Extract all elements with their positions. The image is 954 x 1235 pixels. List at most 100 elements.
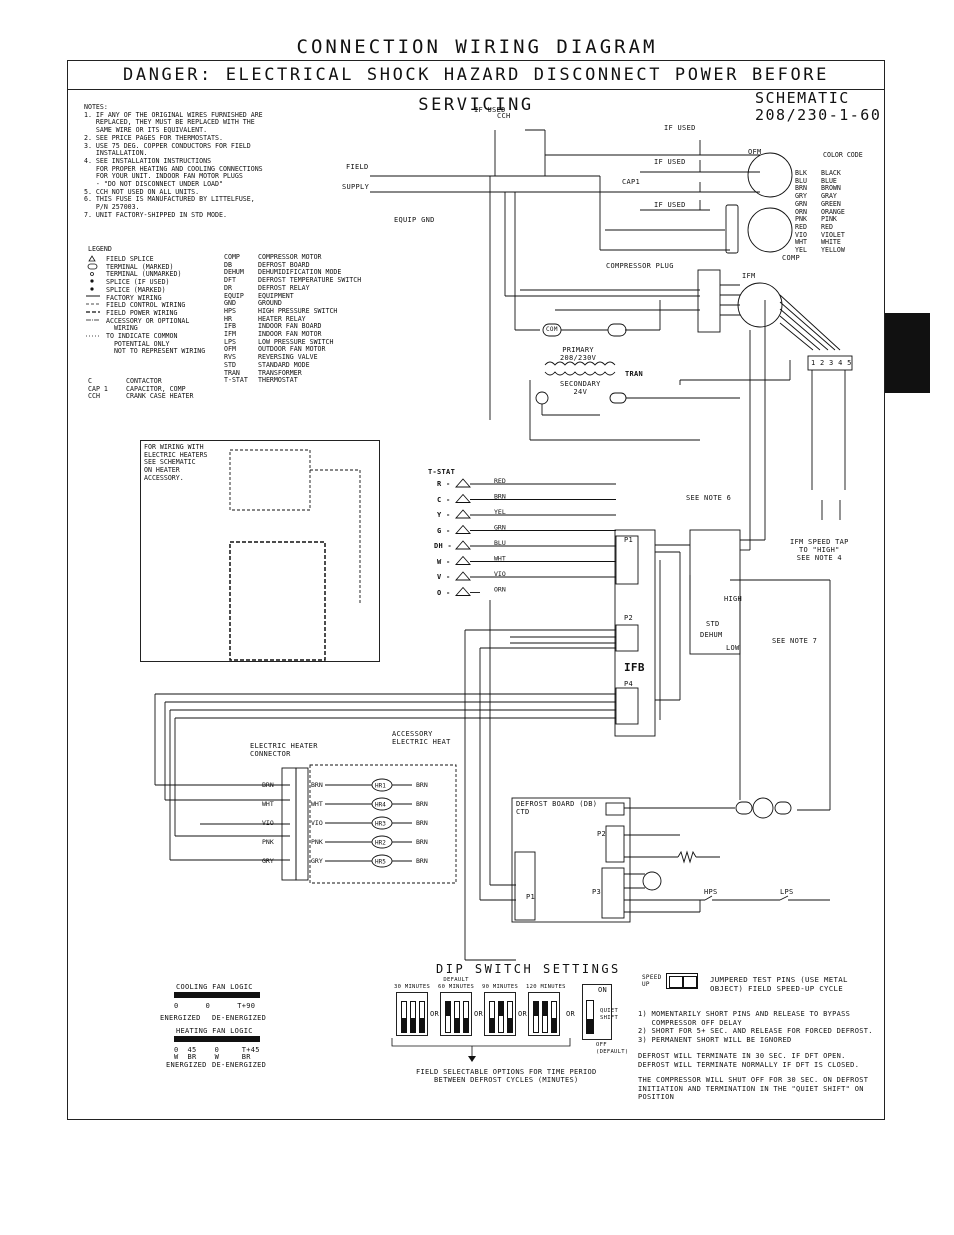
cap1-label: CAP1 xyxy=(622,178,641,186)
note-1: 1. IF ANY OF THE ORIGINAL WIRES FURNISHE… xyxy=(84,110,263,135)
tstat-terminal-r: R - xyxy=(437,480,451,488)
cooling-fan-scale: 0 0 T+90 xyxy=(174,1002,256,1010)
defrost-terminate-note: DEFROST WILL TERMINATE IN 30 SEC. IF DFT… xyxy=(638,1052,860,1069)
tstat-terminal-g: G - xyxy=(437,526,451,535)
heater-return-label: BRN xyxy=(416,781,428,789)
speed-up-pins[interactable] xyxy=(666,973,698,989)
note-7: 7. UNIT FACTORY-SHIPPED IN STD MODE. xyxy=(84,210,227,219)
heater-return-label: BRN xyxy=(416,819,428,827)
tstat-terminal-dh: DH - xyxy=(434,542,453,550)
dehum-label: DEHUM xyxy=(700,631,723,639)
if-used-label-4: IF USED xyxy=(654,201,686,209)
low-label: LOW xyxy=(726,644,740,652)
legend-symbols: FIELD SPLICE TERMINAL (MARKED) TERMINAL … xyxy=(106,255,206,356)
dip-switch-block-3[interactable] xyxy=(528,992,560,1036)
defrost-board-label: DEFROST BOARD (DB) CTD xyxy=(516,800,598,816)
quiet-on-label: ON xyxy=(598,986,608,994)
ifm-plug-pins: 1 2 3 4 5 xyxy=(811,359,852,367)
dip-or-label: OR xyxy=(474,1010,484,1018)
cooling-fan-logic-title: COOLING FAN LOGIC xyxy=(176,983,253,991)
dip-setting-label-1: DEFAULT 60 MINUTES xyxy=(438,977,475,990)
tstat-terminal-c: C - xyxy=(437,495,451,504)
p1-label: P1 xyxy=(624,536,634,544)
speed-up-steps: 1) MOMENTARILY SHORT PINS AND RELEASE TO… xyxy=(638,1010,873,1044)
std-label: STD xyxy=(706,620,720,628)
speed-up-label: SPEED UP xyxy=(642,974,662,988)
heater-wire-label-left: PNK xyxy=(262,838,274,846)
p4-label: P4 xyxy=(624,680,634,688)
tstat-wire-label: BRN xyxy=(494,493,506,501)
if-used-label-2: IF USED xyxy=(664,124,696,132)
quiet-shift-note: THE COMPRESSOR WILL SHUT OFF FOR 30 SEC.… xyxy=(638,1076,869,1101)
schematic-label: SCHEMATIC 208/230-1-60 xyxy=(755,89,882,124)
heating-energized: ENERGIZED xyxy=(166,1061,207,1069)
tstat-wire-label: ORN xyxy=(494,586,506,594)
dip-bracket xyxy=(391,1038,571,1062)
p2-label: P2 xyxy=(624,614,634,622)
heater-wire-label-left: WHT xyxy=(262,800,274,808)
quiet-shift-switch[interactable] xyxy=(582,984,612,1040)
dip-switch-block-0[interactable] xyxy=(396,992,428,1036)
heater-return-label: BRN xyxy=(416,838,428,846)
ifb-label: IFB xyxy=(624,661,645,674)
heater-note: FOR WIRING WITH ELECTRIC HEATERS SEE SCH… xyxy=(144,443,208,482)
quiet-shift-label: QUIET SHIFT xyxy=(600,1008,619,1021)
heating-fan-sub: W BR W BR xyxy=(174,1053,251,1061)
tstat-terminal-w: W - xyxy=(437,557,451,566)
tstat-wire-label: WHT xyxy=(494,555,506,563)
tstat-wire-label: VIO xyxy=(494,570,506,578)
dip-switch-block-2[interactable] xyxy=(484,992,516,1036)
lps-label: LPS xyxy=(780,888,794,896)
heater-wire-label-left: VIO xyxy=(262,819,274,827)
dip-switch-title: DIP SWITCH SETTINGS xyxy=(436,962,621,976)
note-3: 3. USE 75 DEG. COPPER CONDUCTORS FOR FIE… xyxy=(84,141,251,158)
speed-up-text: JUMPERED TEST PINS (USE METAL OBJECT) FI… xyxy=(710,975,848,993)
dip-switch-block-1[interactable] xyxy=(440,992,472,1036)
p2-db-label: P2 xyxy=(597,830,607,838)
tstat-wire-label: RED xyxy=(494,477,506,485)
tstat-wire-label: GRN xyxy=(494,524,506,532)
heater-connector-label: ELECTRIC HEATER CONNECTOR xyxy=(250,742,318,758)
diagram-frame xyxy=(67,60,885,1120)
color-code-heading: COLOR CODE xyxy=(823,151,863,159)
dip-setting-label-0: 30 MINUTES xyxy=(394,984,431,990)
cch-label: CCH xyxy=(497,112,511,120)
cooling-de-energized: DE-ENERGIZED xyxy=(212,1014,267,1022)
dip-or-label: OR xyxy=(518,1010,528,1018)
supply-label: SUPPLY xyxy=(342,183,370,191)
tstat-label: T-STAT xyxy=(428,468,456,476)
cooling-energized: ENERGIZED xyxy=(160,1014,201,1022)
dip-setting-label-2: 90 MINUTES xyxy=(482,984,519,990)
com-terminal: COM xyxy=(546,326,558,333)
tran-label: TRAN xyxy=(625,370,644,378)
tstat-terminal-v: V - xyxy=(437,573,451,581)
if-used-label-1: IF USED xyxy=(474,106,506,114)
comp-label: COMP xyxy=(782,254,801,262)
heater-return-label: BRN xyxy=(416,800,428,808)
cooling-fan-bar xyxy=(174,992,260,998)
tstat-wire-label: BLU xyxy=(494,539,506,547)
accessory-heat-label: ACCESSORY ELECTRIC HEAT xyxy=(392,730,451,746)
heating-fan-scale: 0 45 0 T+45 xyxy=(174,1046,260,1054)
hps-label: HPS xyxy=(704,888,718,896)
